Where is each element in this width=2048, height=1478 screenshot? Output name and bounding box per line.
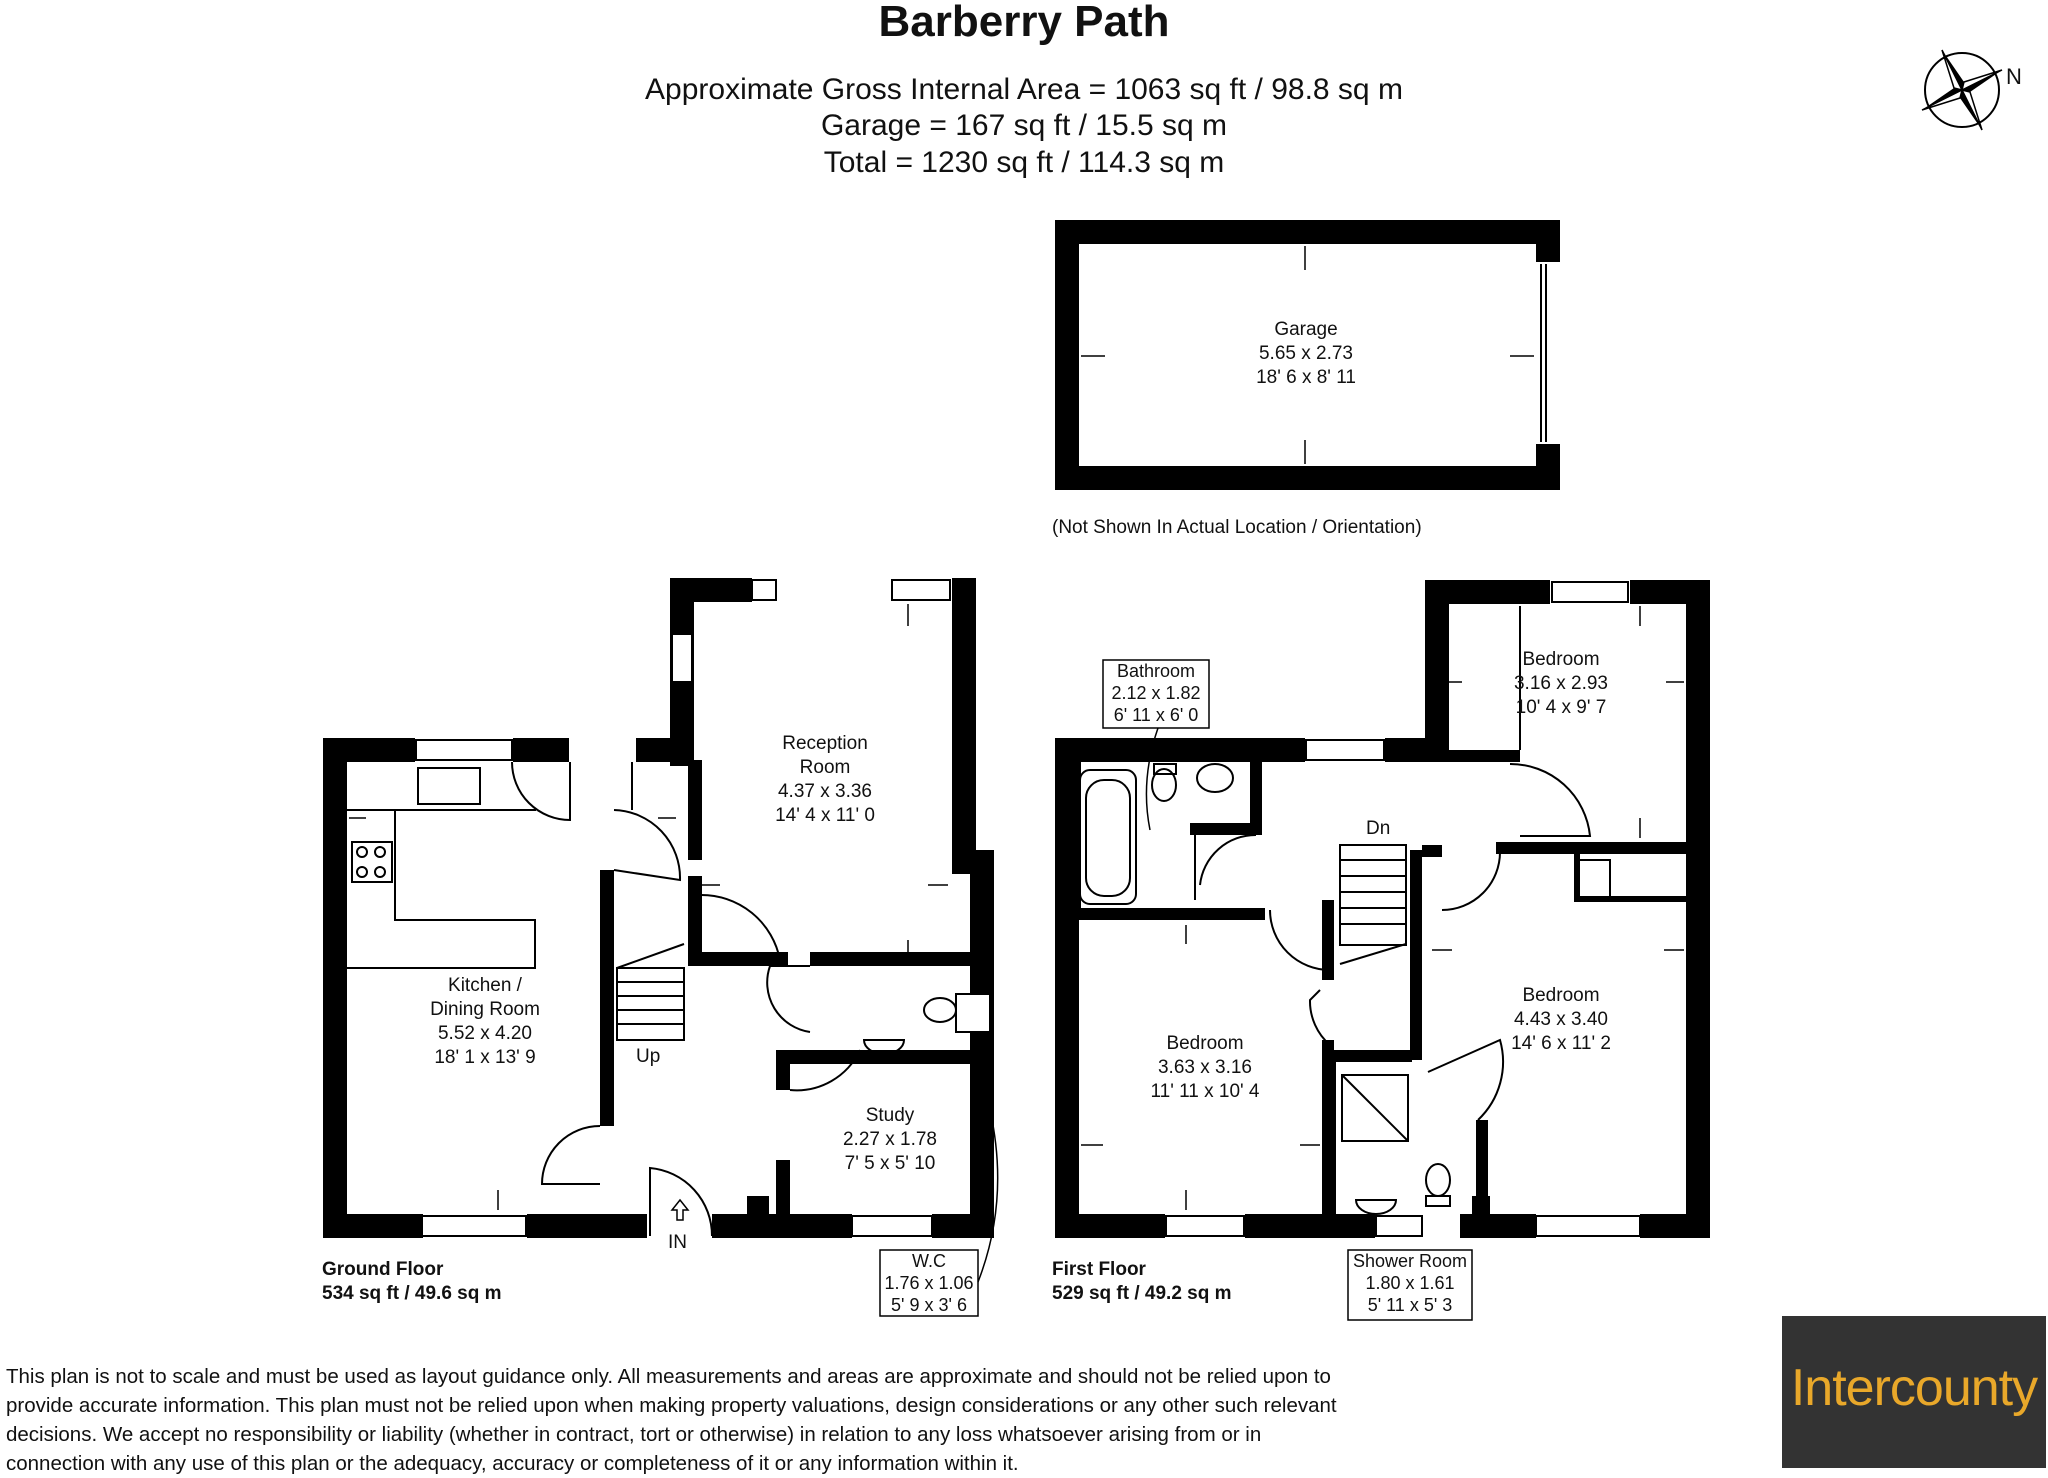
wc-label: W.C 1.76 x 1.06 5' 9 x 3' 6 [880, 1250, 978, 1316]
garage-note: (Not Shown In Actual Location / Orientat… [1052, 517, 1422, 538]
stairs-up-label: Up [636, 1046, 661, 1067]
bedroom-top-label: Bedroom 3.16 x 2.93 10' 4 x 9' 7 [1476, 648, 1646, 720]
reception-name-2: Room [799, 757, 851, 778]
garage-metric: 5.65 x 2.73 [1258, 343, 1354, 364]
stairs-down-label: Dn [1366, 818, 1391, 839]
bathroom-label: Bathroom 2.12 x 1.82 6' 11 x 6' 0 [1103, 660, 1209, 726]
shower-room-label: Shower Room 1.80 x 1.61 5' 11 x 5' 3 [1348, 1250, 1472, 1316]
wc-imperial: 5' 9 x 3' 6 [891, 1295, 967, 1315]
intercounty-logo: Intercounty [1782, 1316, 2046, 1468]
disclaimer-text: This plan is not to scale and must be us… [6, 1362, 1506, 1478]
shower-room-name: Shower Room [1352, 1251, 1468, 1271]
gross-internal-area: Approximate Gross Internal Area = 1063 s… [645, 73, 1403, 106]
shower-room-imperial: 5' 11 x 5' 3 [1367, 1295, 1453, 1315]
logo-text: Intercounty [1790, 1359, 2038, 1417]
entrance-label: IN [668, 1232, 687, 1253]
wc-name: W.C [912, 1251, 946, 1271]
bathroom-name: Bathroom [1116, 661, 1196, 681]
stairs [616, 844, 1407, 1041]
bedroom-right-label: Bedroom 4.43 x 3.40 14' 6 x 11' 2 [1476, 984, 1646, 1056]
first-floor-area: 529 sq ft / 49.2 sq m [1052, 1283, 1232, 1304]
bedroom-left-metric: 3.63 x 3.16 [1157, 1057, 1253, 1078]
wc-metric: 1.76 x 1.06 [884, 1273, 974, 1293]
garage-label: Garage 5.65 x 2.73 18' 6 x 8' 11 [1196, 318, 1416, 390]
garage-walls [1055, 220, 1560, 490]
reception-label: Reception Room 4.37 x 3.36 14' 4 x 11' 0 [720, 732, 930, 828]
garage-imperial: 18' 6 x 8' 11 [1256, 367, 1356, 388]
door-swings [511, 606, 1611, 1237]
bedroom-right-name: Bedroom [1522, 985, 1600, 1006]
study-label: Study 2.27 x 1.78 7' 5 x 5' 10 [786, 1104, 994, 1176]
entrance-arrow-icon [670, 1198, 690, 1221]
ground-floor-title: Ground Floor [322, 1259, 444, 1280]
total-area: Total = 1230 sq ft / 114.3 sq m [823, 146, 1225, 179]
garage-name: Garage [1274, 319, 1338, 340]
disclaimer-line-3: decisions. We accept no responsibility o… [6, 1423, 1262, 1446]
plan-title: Barberry Path [878, 0, 1170, 46]
bedroom-top-imperial: 10' 4 x 9' 7 [1515, 697, 1607, 718]
disclaimer-line-1: This plan is not to scale and must be us… [6, 1365, 1331, 1388]
compass-star-icon [1920, 48, 2004, 137]
kitchen-name-2: Dining Room [430, 999, 540, 1020]
shower-room-metric: 1.80 x 1.61 [1365, 1273, 1455, 1293]
garage-area: Garage = 167 sq ft / 15.5 sq m [820, 109, 1228, 142]
kitchen-name: Kitchen / [448, 975, 522, 996]
bedroom-top-metric: 3.16 x 2.93 [1513, 673, 1609, 694]
ground-floor-walls [323, 578, 994, 1238]
study-name: Study [865, 1105, 915, 1126]
reception-imperial: 14' 4 x 11' 0 [775, 805, 875, 826]
disclaimer-line-2: provide accurate information. This plan … [6, 1394, 1337, 1417]
reception-name: Reception [782, 733, 868, 754]
study-imperial: 7' 5 x 5' 10 [844, 1153, 936, 1174]
bathroom-imperial: 6' 11 x 6' 0 [1113, 705, 1199, 725]
bedroom-right-imperial: 14' 6 x 11' 2 [1511, 1033, 1611, 1054]
ground-floor-area: 534 sq ft / 49.6 sq m [322, 1283, 502, 1304]
bedroom-top-name: Bedroom [1522, 649, 1600, 670]
kitchen-metric: 5.52 x 4.20 [437, 1023, 533, 1044]
bedroom-left-imperial: 11' 11 x 10' 4 [1150, 1081, 1260, 1102]
windows [415, 579, 1641, 1237]
kitchen-imperial: 18' 1 x 13' 9 [434, 1047, 536, 1068]
study-metric: 2.27 x 1.78 [842, 1129, 938, 1150]
kitchen-fittings [347, 767, 536, 969]
kitchen-label: Kitchen / Dining Room 5.52 x 4.20 18' 1 … [380, 974, 590, 1070]
bedroom-left-label: Bedroom 3.63 x 3.16 11' 11 x 10' 4 [1120, 1032, 1290, 1104]
bath-fittings [862, 763, 1451, 1215]
first-floor-walls [1055, 580, 1710, 1238]
bedroom-left-name: Bedroom [1166, 1033, 1244, 1054]
compass-north-label: N [2006, 64, 2022, 89]
dimension-arrows [349, 246, 1684, 1210]
bedroom-right-metric: 4.43 x 3.40 [1513, 1009, 1609, 1030]
first-floor-title: First Floor [1052, 1259, 1146, 1280]
disclaimer-line-4: connection with any use of this plan or … [6, 1452, 1019, 1475]
reception-metric: 4.37 x 3.36 [777, 781, 873, 802]
bathroom-metric: 2.12 x 1.82 [1111, 683, 1201, 703]
